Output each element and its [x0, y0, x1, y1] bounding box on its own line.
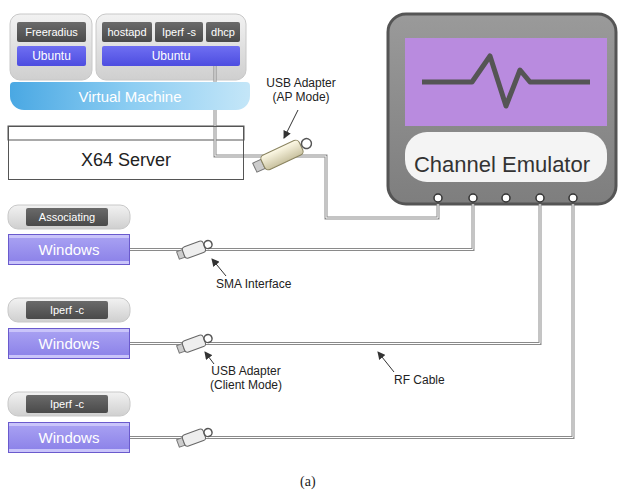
node-text: X64 Server: [81, 150, 171, 171]
server-strip: [8, 126, 244, 140]
rf-cable-core: [130, 204, 473, 250]
figure-caption: (a): [298, 474, 318, 491]
vm-label-box: dhcp: [206, 22, 240, 42]
node-text: Freeradius: [25, 26, 78, 38]
node-text: Associating: [39, 211, 95, 223]
leader-lines: [205, 110, 394, 372]
emulator-screen: [405, 38, 607, 126]
node-text: Iperf -c: [50, 304, 84, 316]
client-panel: [8, 205, 130, 229]
emulator-body: [388, 14, 616, 204]
os-box: Windows: [8, 328, 130, 359]
rf-ports: [434, 194, 577, 202]
node-text: Channel Emulator: [414, 152, 590, 178]
os-box: Windows: [8, 234, 130, 265]
node-text: Iperf -c: [50, 398, 84, 410]
usb-adapter: [176, 426, 214, 450]
node-text: Windows: [39, 335, 100, 352]
vm-band: Virtual Machine: [10, 82, 250, 110]
usb-adapter: [176, 332, 214, 356]
rf-cable-core: [130, 204, 540, 344]
channel-emulator: Channel Emulator: [388, 14, 616, 204]
rf-cable: [130, 204, 540, 344]
vm-label-box: Iperf -s: [155, 22, 203, 42]
rf-cable: [130, 204, 573, 438]
node-text: Iperf -s: [162, 26, 196, 38]
os-bar: Ubuntu: [102, 46, 240, 66]
node-text: hostapd: [107, 26, 146, 38]
client-label-box: Associating: [26, 208, 108, 226]
vm-panel: [96, 14, 246, 80]
rf-cable: [130, 204, 473, 250]
node-text: Ubuntu: [32, 49, 71, 63]
vm-panel: [10, 14, 92, 80]
vm-label-box: Freeradius: [17, 22, 86, 42]
callout-label: RF Cable: [392, 373, 447, 387]
client-panel: [8, 392, 130, 416]
os-bar: Ubuntu: [17, 46, 86, 66]
server-box: X64 Server: [8, 126, 244, 180]
client-panel: [8, 298, 130, 322]
node-text: Windows: [39, 241, 100, 258]
vm-label-box: hostapd: [102, 22, 152, 42]
callout-label: USB Adapter (Client Mode): [196, 364, 296, 393]
rf-cable-core: [130, 204, 573, 438]
waveform: [422, 56, 590, 106]
callout-label: USB Adapter (AP Mode): [256, 76, 346, 105]
usb-adapter: [251, 134, 314, 175]
node-text: Windows: [39, 429, 100, 446]
emulator-label-plate: [405, 132, 607, 182]
node-text: Virtual Machine: [78, 88, 181, 105]
os-box: Windows: [8, 422, 130, 453]
usb-adapter: [176, 238, 214, 262]
node-text: dhcp: [211, 26, 235, 38]
node-text: Ubuntu: [152, 49, 191, 63]
callout-label: SMA Interface: [214, 277, 293, 291]
client-label-box: Iperf -c: [26, 301, 108, 319]
client-label-box: Iperf -c: [26, 395, 108, 413]
